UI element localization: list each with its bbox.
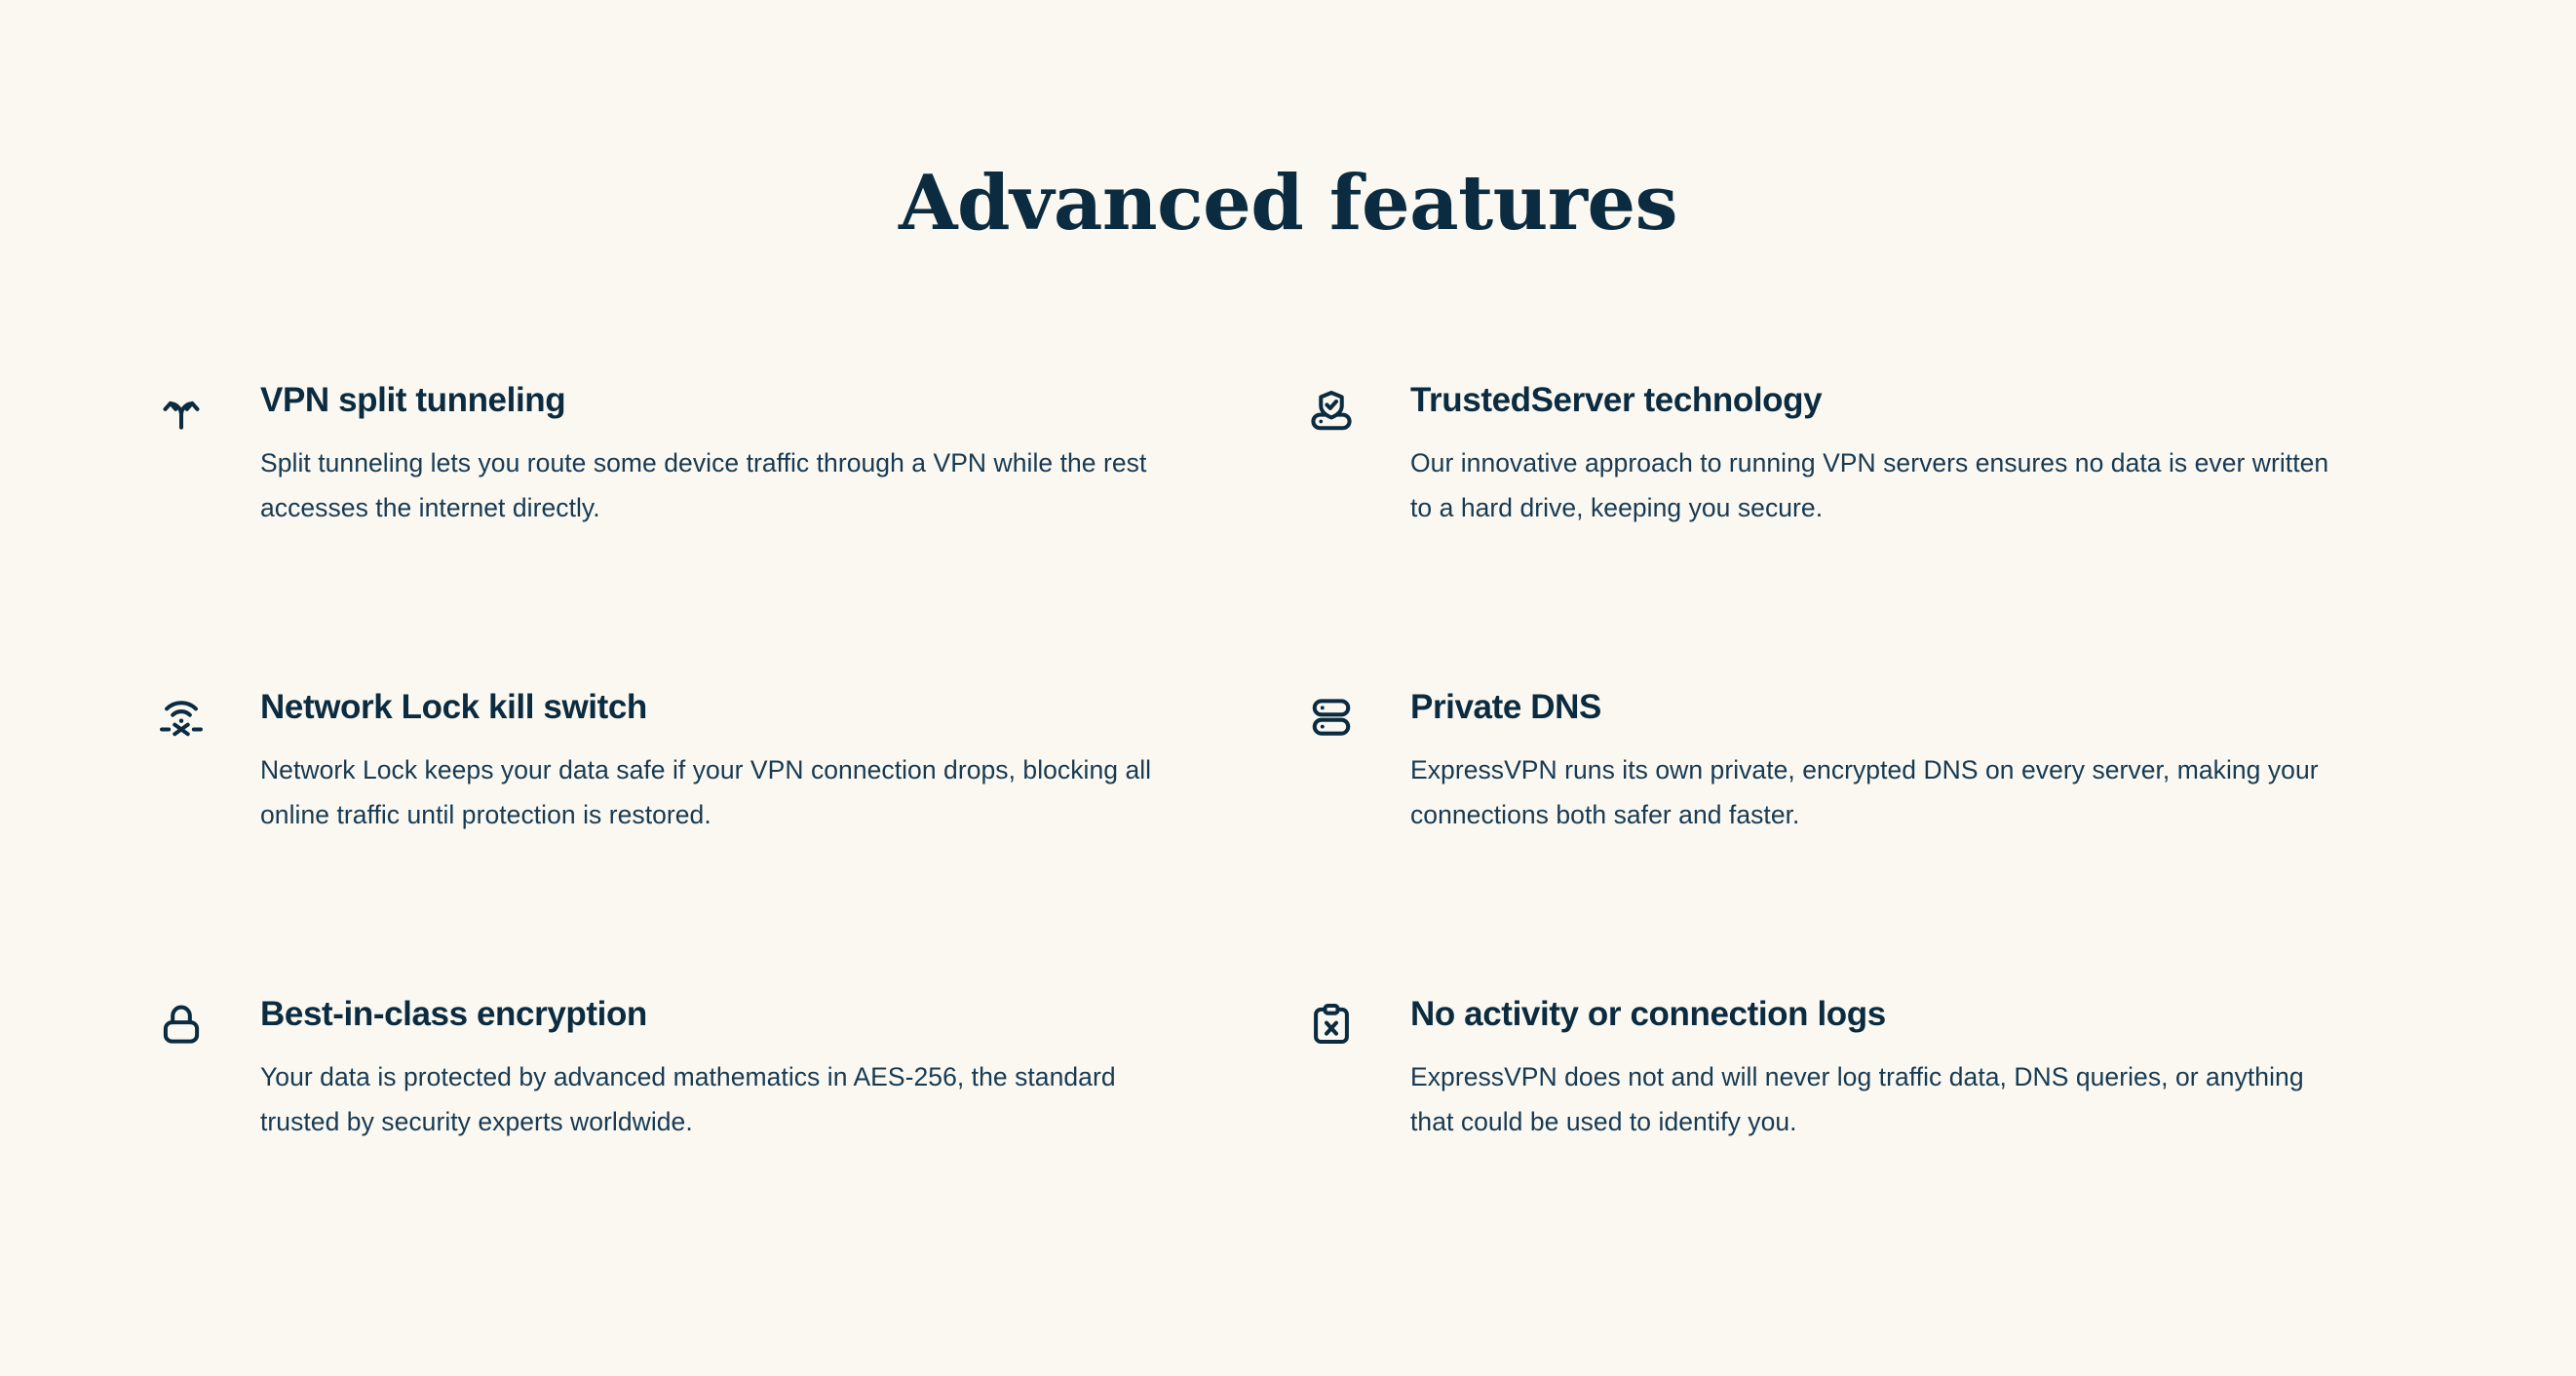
feature-title: VPN split tunneling — [260, 381, 566, 419]
split-tunneling-icon — [159, 382, 215, 439]
feature-item-no-activity-or-connection-logs: No activity or connection logs ExpressVP… — [1309, 994, 2430, 1301]
feature-description: Your data is protected by advanced mathe… — [260, 1062, 1116, 1136]
feature-text-block: Network Lock kill switch Network Lock ke… — [215, 687, 1309, 837]
feature-title: Network Lock kill switch — [260, 688, 647, 726]
clipboard-x-icon — [1309, 996, 1365, 1052]
feature-text-block: TrustedServer technology Our innovative … — [1365, 380, 2430, 530]
feature-item-network-lock-kill-switch: Network Lock kill switch Network Lock ke… — [159, 687, 1309, 994]
feature-item-trustedserver-technology: TrustedServer technology Our innovative … — [1309, 380, 2430, 687]
features-grid: VPN split tunneling Split tunneling lets… — [159, 380, 2430, 1301]
feature-description: Network Lock keeps your data safe if you… — [260, 755, 1152, 829]
feature-title: Best-in-class encryption — [260, 995, 647, 1033]
feature-title: TrustedServer technology — [1410, 381, 1823, 419]
feature-description: ExpressVPN runs its own private, encrypt… — [1410, 755, 2319, 829]
feature-text-block: No activity or connection logs ExpressVP… — [1365, 994, 2430, 1144]
feature-text-block: Private DNS ExpressVPN runs its own priv… — [1365, 687, 2430, 837]
page-title: Advanced features — [898, 159, 1678, 248]
feature-title: Private DNS — [1410, 688, 1601, 726]
feature-item-vpn-split-tunneling: VPN split tunneling Split tunneling lets… — [159, 380, 1309, 687]
wifi-kill-switch-icon — [159, 689, 215, 745]
feature-title: No activity or connection logs — [1410, 995, 1886, 1033]
feature-item-best-in-class-encryption: Best-in-class encryption Your data is pr… — [159, 994, 1309, 1301]
feature-item-private-dns: Private DNS ExpressVPN runs its own priv… — [1309, 687, 2430, 994]
feature-text-block: VPN split tunneling Split tunneling lets… — [215, 380, 1309, 530]
padlock-icon — [159, 996, 215, 1052]
feature-description: Split tunneling lets you route some devi… — [260, 448, 1147, 522]
feature-description: Our innovative approach to running VPN s… — [1410, 448, 2329, 522]
server-stack-icon — [1309, 689, 1365, 745]
feature-text-block: Best-in-class encryption Your data is pr… — [215, 994, 1309, 1144]
trusted-server-shield-icon — [1309, 382, 1365, 439]
feature-description: ExpressVPN does not and will never log t… — [1410, 1062, 2304, 1136]
